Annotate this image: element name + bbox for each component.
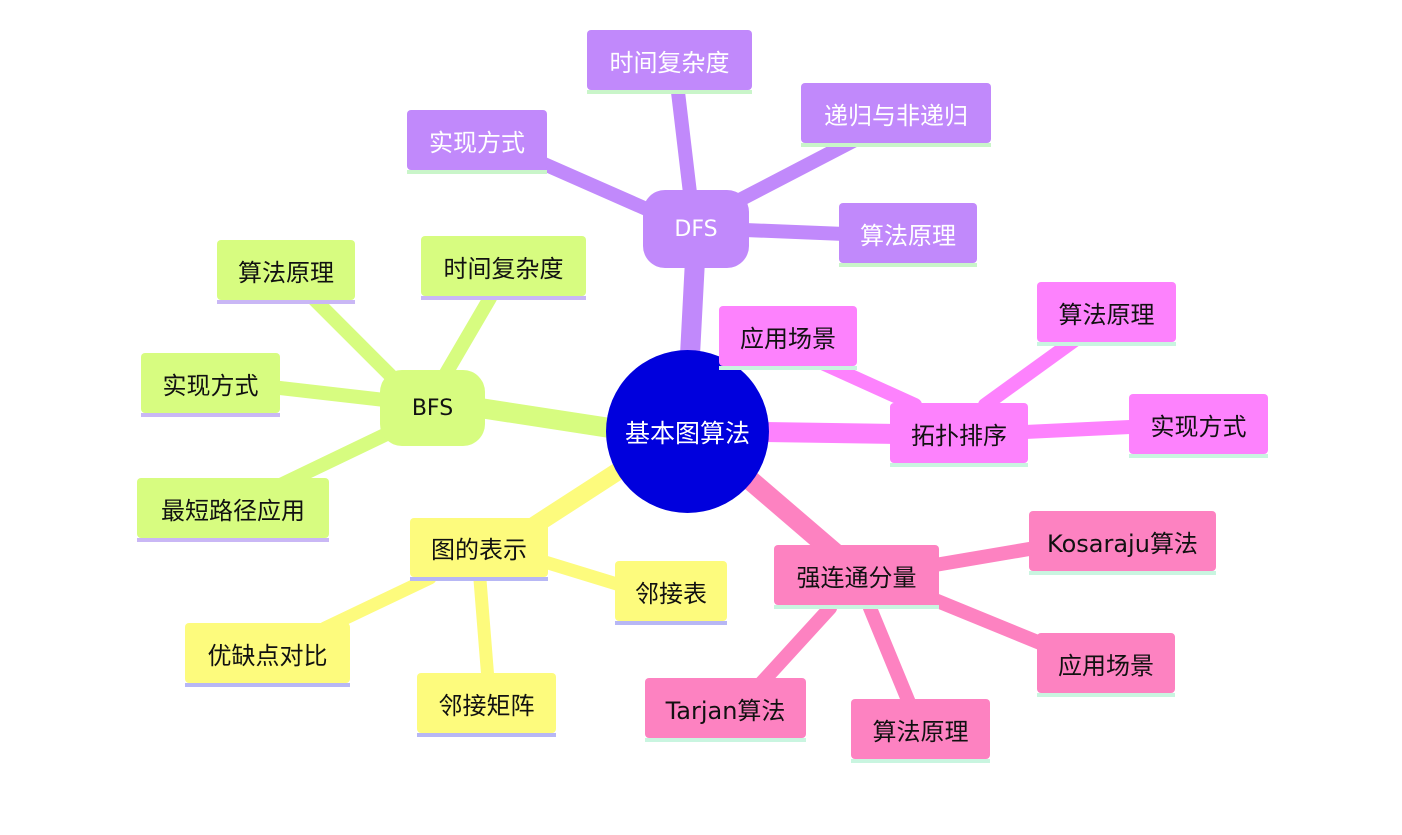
hub-representation-label: 图的表示 [431, 536, 527, 564]
underline [1029, 571, 1216, 575]
center-node[interactable]: 基本图算法 [606, 350, 769, 513]
underline [839, 263, 977, 267]
underline [1037, 342, 1176, 346]
connector-center-bfs [470, 398, 620, 438]
bfs-child-shortest-path[interactable]: 最短路径应用 [137, 478, 329, 542]
center-label: 基本图算法 [624, 418, 750, 448]
connector-repr-adjlist [538, 555, 627, 592]
bfs-child-label: 算法原理 [238, 258, 334, 287]
dfs-child-label: 递归与非递归 [824, 101, 968, 130]
connector-dfs-impl [528, 153, 667, 222]
connector-center-repr [526, 461, 629, 534]
dfs-child-recursion[interactable]: 递归与非递归 [801, 83, 991, 147]
scc-child-label: Tarjan算法 [665, 696, 786, 725]
hub-representation[interactable]: 图的表示 [410, 518, 548, 581]
bfs-child-label: 最短路径应用 [161, 496, 305, 525]
connector-scc-principle [863, 601, 917, 712]
repr-child-adjacency-list[interactable]: 邻接表 [615, 561, 727, 625]
bfs-child-principle[interactable]: 算法原理 [217, 240, 355, 304]
topo-child-implementation[interactable]: 实现方式 [1129, 394, 1268, 458]
underline [801, 143, 991, 147]
underline [417, 733, 556, 737]
bfs-child-implementation[interactable]: 实现方式 [141, 353, 280, 417]
hub-topological-sort[interactable]: 拓扑排序 [890, 403, 1028, 467]
underline [645, 738, 806, 742]
hub-dfs-label: DFS [674, 216, 718, 242]
underline [217, 300, 355, 304]
underline [407, 170, 547, 174]
connector-topo-impl [1018, 420, 1137, 439]
scc-child-use-cases[interactable]: 应用场景 [1037, 633, 1175, 697]
dfs-child-label: 实现方式 [429, 128, 525, 157]
underline [185, 683, 350, 687]
hub-bfs[interactable]: BFS [380, 370, 485, 446]
connector-repr-matrix [473, 573, 495, 687]
connector-scc-kosaraju [928, 541, 1042, 572]
connector-bfs-impl [273, 381, 392, 407]
repr-connectors [318, 461, 629, 687]
underline [615, 621, 727, 625]
scc-child-tarjan[interactable]: Tarjan算法 [645, 678, 806, 742]
underline [421, 296, 586, 300]
hub-scc-label: 强连通分量 [796, 563, 917, 592]
scc-child-label: 算法原理 [872, 717, 969, 746]
topo-child-label: 算法原理 [1058, 300, 1155, 329]
connector-scc-tarjan [748, 601, 837, 697]
underline [890, 463, 1028, 467]
dfs-child-implementation[interactable]: 实现方式 [407, 110, 547, 174]
underline [137, 538, 329, 542]
hub-bfs-label: BFS [411, 395, 454, 421]
scc-child-label: Kosaraju算法 [1047, 529, 1198, 558]
connector-dfs-principle [738, 223, 852, 241]
underline [1129, 454, 1268, 458]
repr-child-label: 优缺点对比 [207, 641, 328, 670]
underline [410, 577, 548, 581]
repr-child-label: 邻接表 [635, 579, 707, 608]
connector-topo-principle [978, 333, 1082, 412]
hub-dfs[interactable]: DFS [643, 190, 749, 268]
connector-center-topo [755, 422, 905, 444]
connector-center-scc [740, 470, 845, 563]
bfs-child-label: 实现方式 [162, 371, 259, 400]
repr-child-label: 邻接矩阵 [438, 691, 535, 720]
dfs-child-time-complexity[interactable]: 时间复杂度 [587, 30, 752, 94]
connector-center-dfs [680, 250, 705, 365]
connector-bfs-time [438, 291, 497, 382]
connector-scc-scene [928, 593, 1052, 652]
underline [851, 759, 990, 763]
scc-child-kosaraju[interactable]: Kosaraju算法 [1029, 511, 1216, 575]
repr-child-comparison[interactable]: 优缺点对比 [185, 623, 350, 687]
underline [1037, 693, 1175, 697]
scc-child-principle[interactable]: 算法原理 [851, 699, 990, 763]
bfs-child-label: 时间复杂度 [443, 254, 564, 283]
dfs-child-label: 算法原理 [860, 221, 956, 250]
topo-child-principle[interactable]: 算法原理 [1037, 282, 1176, 346]
topo-child-label: 实现方式 [1150, 412, 1247, 441]
scc-child-label: 应用场景 [1058, 651, 1154, 680]
dfs-child-principle[interactable]: 算法原理 [839, 203, 977, 267]
topo-child-label: 应用场景 [740, 324, 836, 353]
repr-child-adjacency-matrix[interactable]: 邻接矩阵 [417, 673, 556, 737]
bfs-child-time-complexity[interactable]: 时间复杂度 [421, 236, 586, 300]
dfs-child-label: 时间复杂度 [609, 48, 730, 77]
connector-dfs-recursion [723, 133, 862, 212]
underline [141, 413, 280, 417]
hub-topological-sort-label: 拓扑排序 [911, 421, 1007, 450]
connector-bfs-principle [308, 293, 407, 392]
connector-repr-compare [318, 571, 437, 635]
scc-connectors [740, 470, 1052, 712]
hub-scc[interactable]: 强连通分量 [774, 545, 939, 609]
underline [774, 605, 939, 609]
topo-child-use-cases[interactable]: 应用场景 [719, 306, 857, 370]
underline [587, 90, 752, 94]
underline [719, 366, 857, 370]
